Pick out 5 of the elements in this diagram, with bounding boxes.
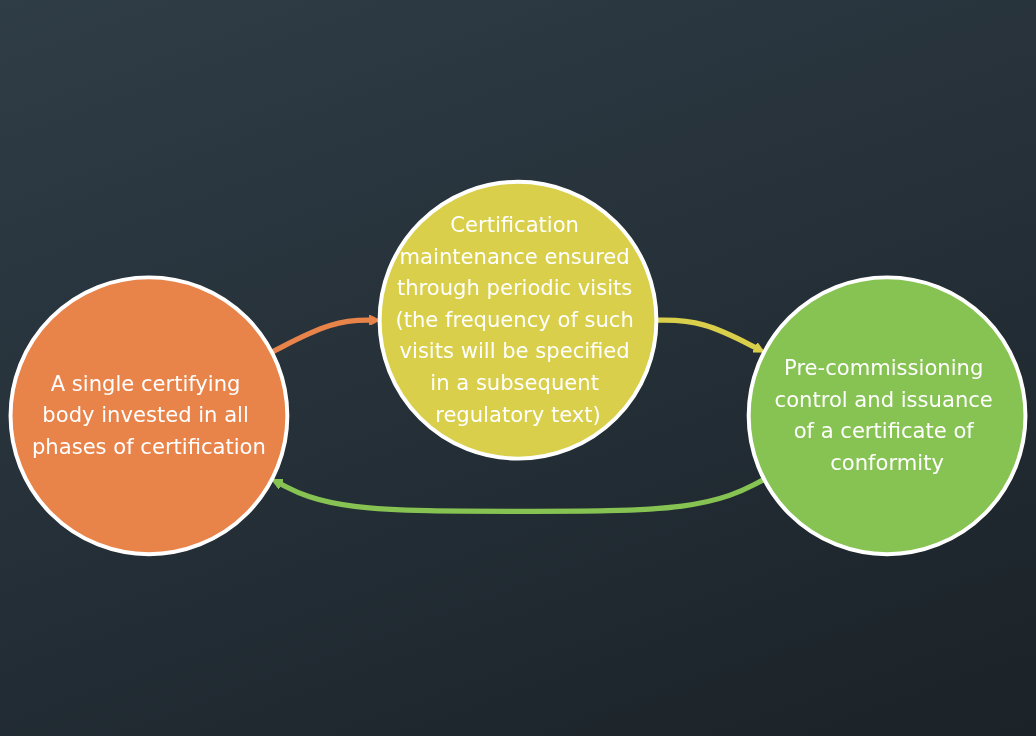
node-circle: A single certifying body invested in all phases of certification	[8, 275, 290, 557]
arrow	[656, 317, 765, 353]
arrow	[271, 477, 766, 514]
node-circle: Pre-commissioning control and issuance of a certificate of conformity	[746, 275, 1028, 557]
node-circle: Certification maintenance ensured through periodic visits (the frequency of such visits will be specified in a subsequent regulatory text)	[377, 179, 659, 461]
